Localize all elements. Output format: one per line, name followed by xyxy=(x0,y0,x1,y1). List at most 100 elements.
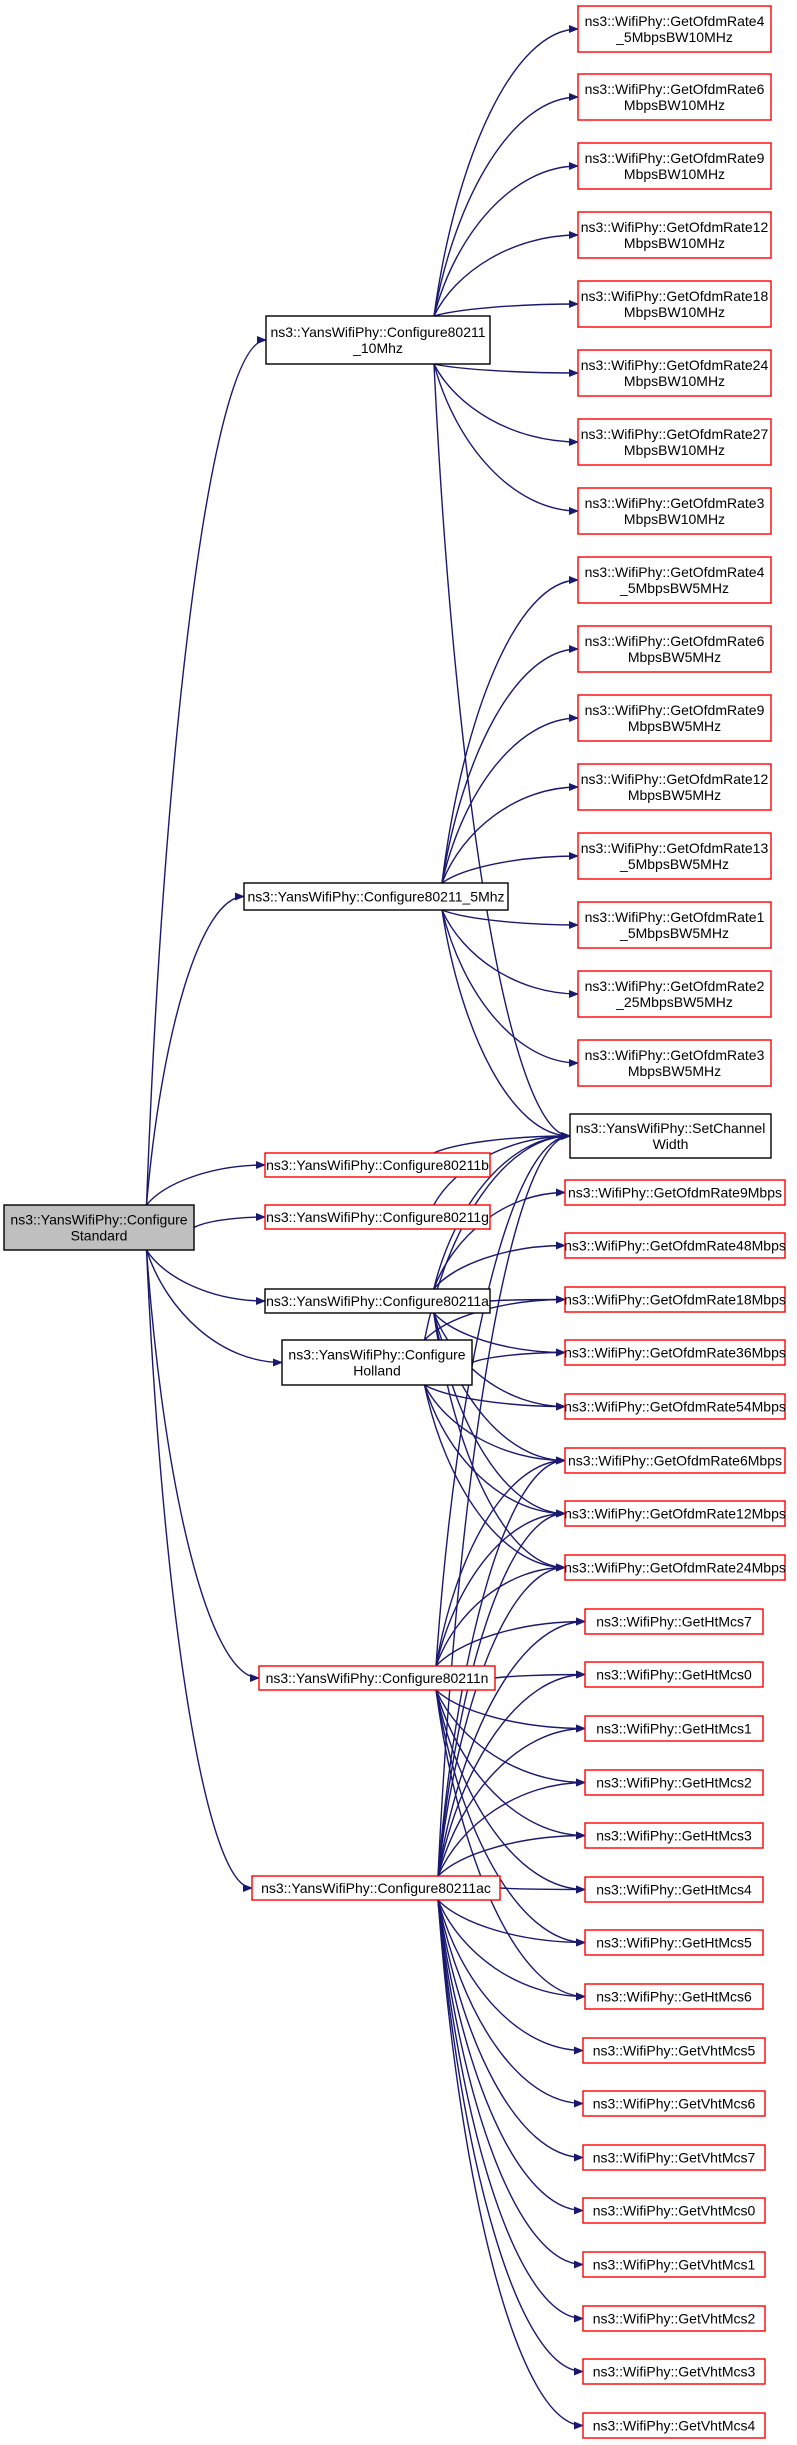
node-box[interactable] xyxy=(577,5,772,53)
node-ns3-wifiphy-gethtmcs4[interactable]: ns3::WifiPhy::GetHtMcs4 xyxy=(584,1876,764,1903)
node-box[interactable] xyxy=(569,1113,772,1159)
node-ns3-wifiphy-gethtmcs6[interactable]: ns3::WifiPhy::GetHtMcs6 xyxy=(584,1983,764,2010)
node-ns3-wifiphy-getofdmrate9mbps[interactable]: ns3::WifiPhy::GetOfdmRate9Mbps xyxy=(564,1179,786,1206)
node-box[interactable] xyxy=(584,1876,764,1903)
node-box[interactable] xyxy=(564,1447,786,1474)
node-box[interactable] xyxy=(281,1339,473,1386)
node-box[interactable] xyxy=(577,901,772,949)
node-ns3-wifiphy-getvhtmcs2[interactable]: ns3::WifiPhy::GetVhtMcs2 xyxy=(582,2305,766,2332)
node-box[interactable] xyxy=(584,1929,764,1956)
node-ns3-wifiphy-getvhtmcs6[interactable]: ns3::WifiPhy::GetVhtMcs6 xyxy=(582,2090,766,2117)
node-ns3-wifiphy-getvhtmcs4[interactable]: ns3::WifiPhy::GetVhtMcs4 xyxy=(582,2412,766,2439)
node-box[interactable] xyxy=(582,2037,766,2064)
node-ns3-yanswifiphy-configure80211-5mhz[interactable]: ns3::YansWifiPhy::Configure80211_5Mhz xyxy=(243,882,509,911)
node-ns3-wifiphy-gethtmcs7[interactable]: ns3::WifiPhy::GetHtMcs7 xyxy=(584,1608,764,1635)
node-box[interactable] xyxy=(577,763,772,811)
node-box[interactable] xyxy=(582,2412,766,2439)
node-box[interactable] xyxy=(251,1875,501,1901)
node-ns3-wifiphy-getofdmrate36mbps[interactable]: ns3::WifiPhy::GetOfdmRate36Mbps xyxy=(564,1339,786,1366)
node-box[interactable] xyxy=(584,1822,764,1849)
node-ns3-wifiphy-getofdmrate2-25mbpsbw5mhz[interactable]: ns3::WifiPhy::GetOfdmRate2_25MbpsBW5MHz xyxy=(577,970,772,1018)
node-ns3-wifiphy-getvhtmcs0[interactable]: ns3::WifiPhy::GetVhtMcs0 xyxy=(582,2197,766,2224)
node-ns3-wifiphy-getofdmrate4-5mbpsbw10mhz[interactable]: ns3::WifiPhy::GetOfdmRate4_5MbpsBW10MHz xyxy=(577,5,772,53)
node-ns3-wifiphy-getvhtmcs7[interactable]: ns3::WifiPhy::GetVhtMcs7 xyxy=(582,2144,766,2171)
node-ns3-wifiphy-getofdmrate1-5mbpsbw5mhz[interactable]: ns3::WifiPhy::GetOfdmRate1_5MbpsBW5MHz xyxy=(577,901,772,949)
node-ns3-wifiphy-getofdmrate4-5mbpsbw5mhz[interactable]: ns3::WifiPhy::GetOfdmRate4_5MbpsBW5MHz xyxy=(577,556,772,604)
node-box[interactable] xyxy=(584,1608,764,1635)
node-box[interactable] xyxy=(577,280,772,328)
node-box[interactable] xyxy=(564,1500,786,1527)
node-ns3-wifiphy-gethtmcs1[interactable]: ns3::WifiPhy::GetHtMcs1 xyxy=(584,1715,764,1742)
node-box[interactable] xyxy=(564,1286,786,1313)
node-ns3-wifiphy-getvhtmcs1[interactable]: ns3::WifiPhy::GetVhtMcs1 xyxy=(582,2251,766,2278)
node-box[interactable] xyxy=(258,1665,496,1691)
node-box[interactable] xyxy=(577,211,772,259)
node-box[interactable] xyxy=(564,1554,786,1581)
node-box[interactable] xyxy=(577,832,772,880)
node-box[interactable] xyxy=(264,1288,491,1314)
node-ns3-wifiphy-getofdmrate24mbps[interactable]: ns3::WifiPhy::GetOfdmRate24Mbps xyxy=(564,1554,786,1581)
node-ns3-yanswifiphy-configure80211b[interactable]: ns3::YansWifiPhy::Configure80211b xyxy=(264,1152,491,1178)
node-ns3-yanswifiphy-configure80211a[interactable]: ns3::YansWifiPhy::Configure80211a xyxy=(264,1288,491,1314)
node-box[interactable] xyxy=(584,1769,764,1796)
node-ns3-wifiphy-getofdmrate18mbps[interactable]: ns3::WifiPhy::GetOfdmRate18Mbps xyxy=(564,1286,786,1313)
node-box[interactable] xyxy=(564,1339,786,1366)
node-box[interactable] xyxy=(582,2144,766,2171)
node-box[interactable] xyxy=(577,556,772,604)
node-box[interactable] xyxy=(582,2197,766,2224)
node-box[interactable] xyxy=(582,2251,766,2278)
node-ns3-yanswifiphy-configure80211ac[interactable]: ns3::YansWifiPhy::Configure80211ac xyxy=(251,1875,501,1901)
node-box[interactable] xyxy=(577,694,772,742)
node-ns3-yanswifiphy-configure80211n[interactable]: ns3::YansWifiPhy::Configure80211n xyxy=(258,1665,496,1691)
node-box[interactable] xyxy=(264,1204,491,1230)
node-ns3-wifiphy-getvhtmcs5[interactable]: ns3::WifiPhy::GetVhtMcs5 xyxy=(582,2037,766,2064)
node-ns3-wifiphy-getofdmrate54mbps[interactable]: ns3::WifiPhy::GetOfdmRate54Mbps xyxy=(564,1393,786,1420)
node-box[interactable] xyxy=(3,1204,195,1251)
node-box[interactable] xyxy=(577,1039,772,1087)
node-ns3-wifiphy-gethtmcs3[interactable]: ns3::WifiPhy::GetHtMcs3 xyxy=(584,1822,764,1849)
node-ns3-wifiphy-gethtmcs0[interactable]: ns3::WifiPhy::GetHtMcs0 xyxy=(584,1661,764,1688)
node-box[interactable] xyxy=(582,2090,766,2117)
node-box[interactable] xyxy=(577,73,772,121)
node-ns3-wifiphy-getvhtmcs3[interactable]: ns3::WifiPhy::GetVhtMcs3 xyxy=(582,2358,766,2385)
node-ns3-wifiphy-getofdmrate48mbps[interactable]: ns3::WifiPhy::GetOfdmRate48Mbps xyxy=(564,1232,786,1259)
node-box[interactable] xyxy=(584,1661,764,1688)
node-box[interactable] xyxy=(577,418,772,466)
node-box[interactable] xyxy=(577,970,772,1018)
node-box[interactable] xyxy=(564,1393,786,1420)
node-box[interactable] xyxy=(582,2305,766,2332)
node-box[interactable] xyxy=(243,882,509,911)
node-box[interactable] xyxy=(264,1152,491,1178)
node-box[interactable] xyxy=(584,1715,764,1742)
node-ns3-wifiphy-getofdmrate13-5mbpsbw5mhz[interactable]: ns3::WifiPhy::GetOfdmRate13_5MbpsBW5MHz xyxy=(577,832,772,880)
node-box[interactable] xyxy=(577,487,772,535)
node-ns3-wifiphy-gethtmcs5[interactable]: ns3::WifiPhy::GetHtMcs5 xyxy=(584,1929,764,1956)
node-box[interactable] xyxy=(582,2358,766,2385)
node-ns3-yanswifiphy-configure80211g[interactable]: ns3::YansWifiPhy::Configure80211g xyxy=(264,1204,491,1230)
node-box[interactable] xyxy=(564,1232,786,1259)
node-box[interactable] xyxy=(265,315,491,365)
node-box[interactable] xyxy=(577,142,772,190)
node-ns3-yanswifiphy-configure80211-10mhz[interactable]: ns3::YansWifiPhy::Configure80211_10Mhz xyxy=(265,315,491,365)
node-ns3-wifiphy-getofdmrate6mbps[interactable]: ns3::WifiPhy::GetOfdmRate6Mbps xyxy=(564,1447,786,1474)
node-box[interactable] xyxy=(577,625,772,673)
node-ns3-wifiphy-getofdmrate12mbps[interactable]: ns3::WifiPhy::GetOfdmRate12Mbps xyxy=(564,1500,786,1527)
node-ns3-wifiphy-gethtmcs2[interactable]: ns3::WifiPhy::GetHtMcs2 xyxy=(584,1769,764,1796)
node-box[interactable] xyxy=(584,1983,764,2010)
node-box[interactable] xyxy=(577,349,772,397)
node-box[interactable] xyxy=(564,1179,786,1206)
